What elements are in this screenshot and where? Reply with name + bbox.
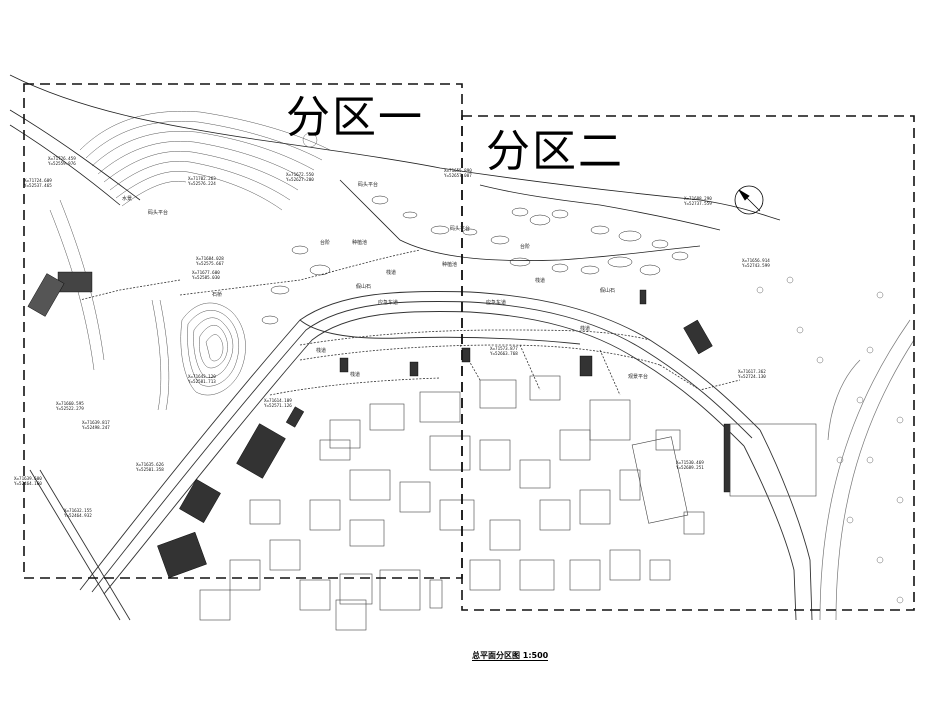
- zone-1-label: 分区一: [286, 92, 424, 143]
- label-steps-2: 台阶: [520, 243, 530, 250]
- coord-c12y: Y=52581.713: [188, 379, 216, 384]
- label-walkway-1: 栈道: [386, 269, 396, 276]
- coord-c18: X=71632.155: [64, 508, 92, 513]
- label-rockery-1: 假山石: [356, 283, 371, 290]
- coord-c6: X=71688.290: [684, 196, 712, 201]
- label-walkway-4: 栈道: [535, 277, 545, 284]
- coord-c11y: Y=52724.130: [738, 374, 766, 379]
- coordinate-labels: X=71726.459 Y=52559.976 X=71724.609 Y=52…: [14, 156, 770, 518]
- coord-c6y: Y=52737.559: [684, 201, 712, 206]
- label-pine-1: 种植池: [352, 239, 367, 246]
- coord-c15y: Y=52498.247: [82, 425, 110, 430]
- label-stone-bridge: 石桥: [212, 291, 222, 298]
- label-dock-platform-3: 码头平台: [450, 225, 470, 232]
- coord-c5y: Y=52657.007: [444, 173, 472, 178]
- coord-c8y: Y=52585.030: [192, 275, 220, 280]
- coord-c3y: Y=52627.200: [286, 177, 314, 182]
- coord-c10: X=71573.877: [490, 346, 518, 351]
- coord-c10y: Y=52663.768: [490, 351, 518, 356]
- label-dock-platform-1: 码头平台: [148, 209, 168, 216]
- drawing-caption: 总平面分区图 1:500: [472, 650, 549, 661]
- trees: [302, 132, 904, 604]
- coord-c1y: Y=52559.976: [48, 161, 76, 166]
- coord-c8: X=71677.600: [192, 270, 220, 275]
- caption-text: 总平面分区图 1:500: [472, 651, 549, 661]
- zone-2-label: 分区二: [486, 126, 624, 177]
- coord-c4y: Y=52576.224: [188, 181, 216, 186]
- path-network: [79, 249, 741, 396]
- north-arrow: [734, 185, 764, 215]
- coord-c1: X=71726.459: [48, 156, 76, 161]
- coord-c4: X=71702.263: [188, 176, 216, 181]
- place-labels: 码头平台 码头平台 码头平台 观景平台 栈道 栈道 栈道 栈道 栈道 应急车道 …: [122, 181, 648, 380]
- label-waterscape: 水景: [122, 195, 132, 202]
- coord-c11: X=71617.362: [738, 369, 766, 374]
- coord-c19: X=71530.469: [676, 460, 704, 465]
- coord-c17y: Y=52464.160: [14, 481, 42, 486]
- coord-c13y: Y=52571.126: [264, 403, 292, 408]
- hatched-structures: [27, 271, 731, 579]
- coord-c13: X=71614.109: [264, 398, 292, 403]
- coord-c18y: Y=52464.932: [64, 513, 92, 518]
- coord-c16y: Y=52501.358: [136, 467, 164, 472]
- coord-c7y: Y=52575.667: [196, 261, 224, 266]
- label-emergency-lane-2: 应急车道: [486, 299, 506, 306]
- coord-c9y: Y=52743.599: [742, 263, 770, 268]
- rockery-shapes: [261, 195, 689, 325]
- coord-c2y: Y=52537.465: [24, 183, 52, 188]
- coord-c9: X=71656.914: [742, 258, 770, 263]
- coord-c7: X=71684.028: [196, 256, 224, 261]
- coord-c15: X=71639.817: [82, 420, 110, 425]
- right-road-curves: [819, 319, 915, 621]
- main-road: [29, 291, 813, 621]
- label-viewing-deck: 观景平台: [628, 373, 648, 380]
- coord-c2: X=71724.609: [24, 178, 52, 183]
- coord-c19y: Y=52689.251: [676, 465, 704, 470]
- coord-c5: X=71655.890: [444, 168, 472, 173]
- label-dock-platform-2: 码头平台: [358, 181, 378, 188]
- label-walkway-5: 栈道: [580, 325, 590, 332]
- coord-c3: X=71672.550: [286, 172, 314, 177]
- label-pine-2: 种植池: [442, 261, 457, 268]
- label-walkway-2: 栈道: [316, 347, 326, 354]
- coord-c14y: Y=52522.279: [56, 406, 84, 411]
- coord-c12: X=71643.120: [188, 374, 216, 379]
- label-emergency-lane-1: 应急车道: [378, 299, 398, 306]
- coord-c17: X=71639.600: [14, 476, 42, 481]
- label-steps-1: 台阶: [320, 239, 330, 246]
- terrain-contours: [49, 111, 331, 411]
- label-walkway-3: 栈道: [350, 371, 360, 378]
- building-outlines: [199, 375, 817, 631]
- coord-c14: X=71660.595: [56, 401, 84, 406]
- label-rockery-2: 假山石: [600, 287, 615, 294]
- zone-boundaries: [23, 83, 915, 611]
- coord-c16: X=71635.626: [136, 462, 164, 467]
